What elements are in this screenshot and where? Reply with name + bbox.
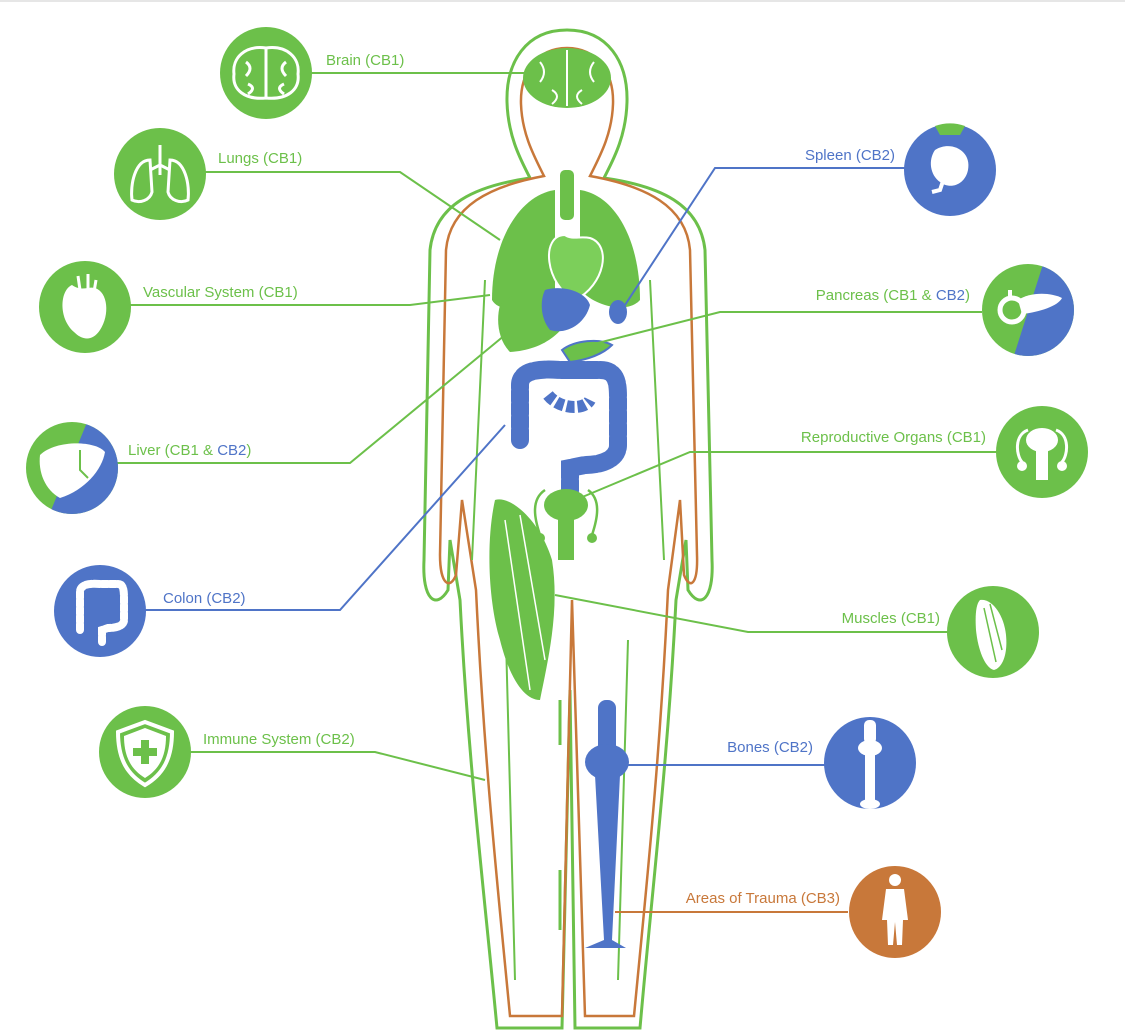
vascular-callout: [39, 261, 131, 353]
pancreas-organ: [560, 339, 614, 364]
brain-callout: [220, 27, 312, 119]
stomach-organ: [541, 288, 590, 332]
colon-icon: [76, 579, 128, 646]
label-vascular: Vascular System (CB1): [143, 284, 298, 301]
spleen-organ: [609, 300, 627, 324]
connector-lines: [115, 72, 997, 913]
label-bones: Bones (CB2): [727, 739, 813, 756]
colon-callout: [54, 565, 146, 657]
vascular-outline: [438, 46, 699, 1018]
body-figure: [422, 28, 714, 1030]
label-pancreas: Pancreas (CB1 & CB2): [816, 287, 970, 304]
brain-icon: [232, 46, 300, 100]
label-trauma: Areas of Trauma (CB3): [686, 890, 840, 907]
immune-connector: [190, 751, 486, 781]
pancreas-icon: [997, 290, 1062, 325]
reproductive-callout: [996, 406, 1088, 498]
label-spleen: Spleen (CB2): [805, 147, 895, 164]
reproductive-connector: [579, 451, 997, 499]
muscle-icon: [975, 599, 1007, 670]
pancreas-connector: [589, 311, 982, 346]
trauma-callout: [849, 866, 941, 958]
trachea: [560, 170, 574, 220]
lungs-callout: [114, 128, 206, 220]
lungs-icon: [130, 145, 190, 204]
spleen-callout: [904, 123, 996, 216]
colon-connector: [145, 424, 506, 611]
label-lungs: Lungs (CB1): [218, 150, 302, 167]
reproductive-icon: [1016, 428, 1068, 480]
top-divider: [0, 0, 1125, 2]
leg-bone: [585, 700, 629, 948]
labels: Brain (CB1) Lungs (CB1) Vascular System …: [128, 52, 986, 907]
lungs-connector: [205, 171, 501, 241]
spleen-cb1-sliver: [935, 123, 965, 135]
pancreas-callout: [982, 264, 1074, 356]
brain-organ: [523, 48, 611, 108]
spleen-connector: [624, 167, 905, 306]
label-brain: Brain (CB1): [326, 52, 404, 69]
label-immune: Immune System (CB2): [203, 731, 355, 748]
liver-callout: [26, 422, 118, 514]
thigh-muscle: [489, 499, 555, 700]
label-muscles: Muscles (CB1): [842, 610, 940, 627]
muscles-callout: [947, 586, 1039, 678]
spleen-icon: [930, 146, 969, 194]
label-reproductive: Reproductive Organs (CB1): [801, 429, 986, 446]
colon-organ: [511, 360, 627, 504]
vascular-connector: [130, 294, 491, 306]
heart-icon: [62, 274, 107, 339]
liver-connector: [115, 334, 506, 464]
inner-body-line: [471, 279, 665, 981]
label-colon: Colon (CB2): [163, 590, 246, 607]
bones-callout: [824, 717, 916, 809]
shield-cross-icon: [115, 719, 175, 788]
small-intestine: [543, 390, 596, 413]
heart-organ: [548, 233, 604, 302]
liver-icon: [39, 443, 105, 498]
muscles-connector: [554, 594, 948, 633]
bone-icon: [858, 720, 882, 809]
label-liver: Liver (CB1 & CB2): [128, 442, 251, 459]
immune-callout: [99, 706, 191, 798]
body-silhouette-icon: [882, 874, 908, 945]
muscle-fibers: [504, 514, 546, 691]
